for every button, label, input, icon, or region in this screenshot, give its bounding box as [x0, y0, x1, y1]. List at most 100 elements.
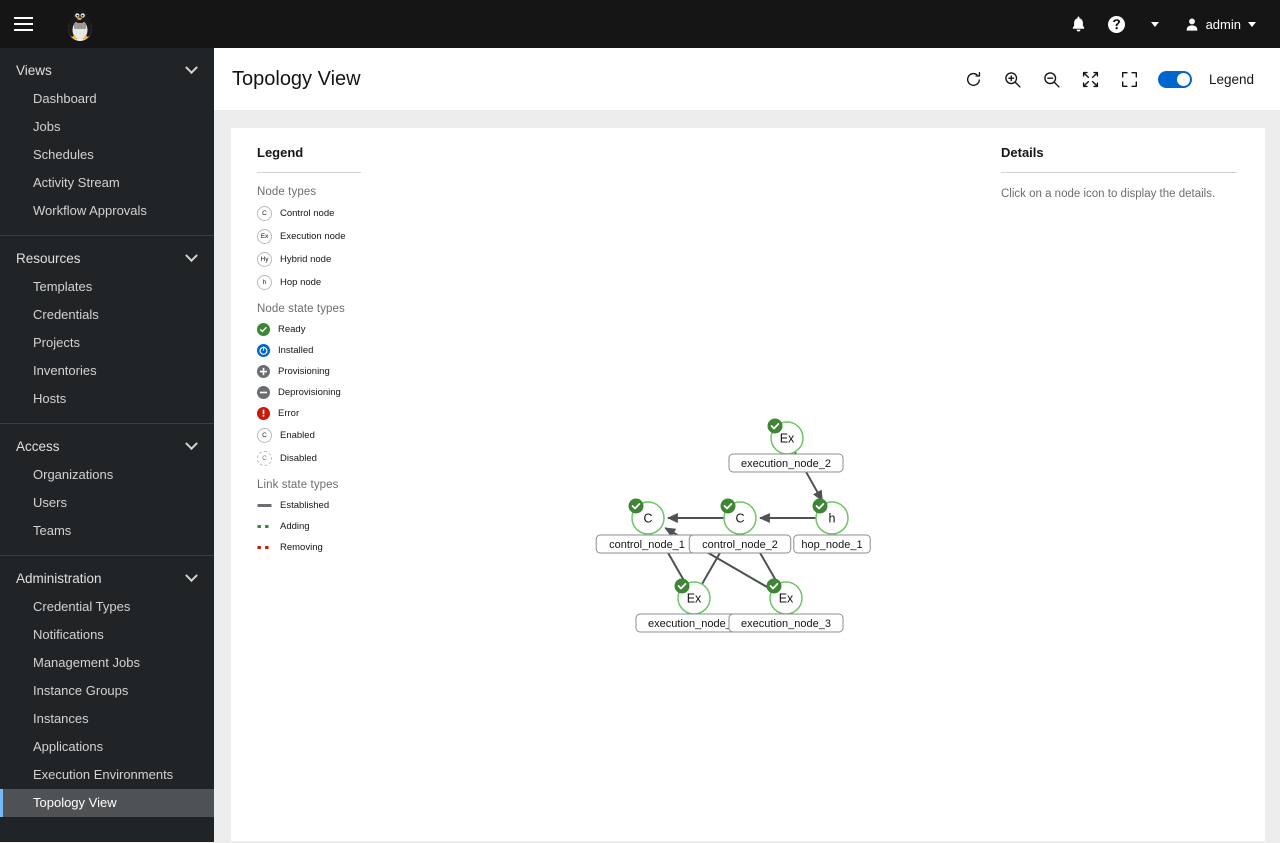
- deprovisioning-icon: [257, 386, 270, 399]
- legend-label: Hop node: [280, 277, 322, 288]
- node-label-box: [688, 534, 792, 554]
- question-circle-icon[interactable]: [1099, 0, 1135, 48]
- legend-label: Hybrid node: [280, 254, 332, 265]
- sidebar-item-projects[interactable]: Projects: [33, 335, 80, 350]
- masthead-actions: admin: [1061, 0, 1280, 48]
- details-heading: Details: [1001, 145, 1044, 160]
- node-glyph: Ex: [687, 592, 702, 606]
- sidebar-item-activity-stream[interactable]: Activity Stream: [33, 175, 120, 190]
- chevron-down-icon: [1150, 21, 1159, 27]
- sidebar-item-instances[interactable]: Instances: [33, 711, 89, 726]
- adding-link-icon: [257, 520, 272, 533]
- topology-toolbar: Legend: [963, 68, 1254, 90]
- bell-icon[interactable]: [1061, 0, 1097, 48]
- legend-node-type-hop-node: h Hop node: [257, 275, 357, 290]
- sidebar-item-templates[interactable]: Templates: [33, 279, 93, 294]
- legend-label: Execution node: [280, 231, 346, 242]
- nav-group-title-views[interactable]: Views: [0, 56, 214, 85]
- legend-node-state-installed: Installed: [257, 344, 357, 357]
- node-state-badge-ready: [767, 418, 783, 434]
- legend-node-state-ready: Ready: [257, 323, 357, 336]
- sidebar-item-users[interactable]: Users: [33, 495, 67, 510]
- sidebar-item-management-jobs[interactable]: Management Jobs: [33, 655, 140, 670]
- node-label: control_node_1: [609, 539, 685, 551]
- details-empty-text: Click on a node icon to display the deta…: [1001, 188, 1216, 200]
- sidebar-item-credentials[interactable]: Credentials: [33, 307, 99, 322]
- sidebar-item-workflow-approvals[interactable]: Workflow Approvals: [33, 203, 147, 218]
- sidebar-item-teams[interactable]: Teams: [33, 523, 72, 538]
- node-glyph-icon: h: [257, 275, 272, 290]
- topology-node-execution_node_3[interactable]: Ex execution_node_3: [728, 578, 844, 633]
- node-label: execution_node_3: [741, 618, 831, 630]
- fit-to-screen-icon[interactable]: [1080, 68, 1102, 90]
- nav-group-label: Administration: [16, 571, 102, 586]
- legend-node-state-title: Node state types: [257, 303, 345, 315]
- sidebar-item-execution-environments[interactable]: Execution Environments: [33, 767, 174, 782]
- sidebar-item-applications[interactable]: Applications: [33, 739, 104, 754]
- node-glyph: Ex: [779, 592, 794, 606]
- sidebar-item-notifications[interactable]: Notifications: [33, 627, 104, 642]
- chevron-down-icon: [185, 569, 198, 583]
- node-label: control_node_2: [702, 539, 778, 551]
- node-state-badge-ready: [628, 498, 644, 514]
- node-label-box: [728, 613, 844, 633]
- node-glyph: h: [829, 512, 836, 526]
- node-state-badge-ready: [720, 498, 736, 514]
- sidebar-item-hosts[interactable]: Hosts: [33, 391, 67, 406]
- legend-label: Installed: [278, 345, 314, 356]
- refresh-icon[interactable]: [963, 68, 985, 90]
- sidebar-item-schedules[interactable]: Schedules: [33, 147, 94, 162]
- user-icon: [1186, 18, 1197, 31]
- nav-group-title-administration[interactable]: Administration: [0, 564, 214, 593]
- sidebar-item-inventories[interactable]: Inventories: [33, 363, 97, 378]
- legend-label: Established: [280, 500, 330, 511]
- legend-node-state-provisioning: Provisioning: [257, 365, 357, 378]
- legend-node-types-title: Node types: [257, 186, 317, 198]
- nav-group-label: Access: [16, 439, 60, 454]
- check-icon: [815, 503, 825, 510]
- legend-label: Removing: [280, 542, 323, 553]
- topology-graph[interactable]: Exexecution_node_2Ccontrol_node_1Ccontro…: [231, 128, 1267, 843]
- sidebar-item-instance-groups[interactable]: Instance Groups: [33, 683, 129, 698]
- zoom-out-icon[interactable]: [1041, 68, 1063, 90]
- user-menu[interactable]: admin: [1175, 0, 1262, 48]
- legend-divider: [257, 172, 361, 173]
- legend-toggle[interactable]: [1157, 70, 1192, 88]
- check-icon: [769, 583, 779, 590]
- sidebar-item-organizations[interactable]: Organizations: [33, 467, 114, 482]
- page-header: Topology View: [214, 48, 1280, 110]
- sidebar-item-credential-types[interactable]: Credential Types: [33, 599, 131, 614]
- penguin-logo[interactable]: [57, 2, 103, 46]
- node-state-badge-ready: [674, 578, 690, 594]
- disabled-node-icon: C: [257, 451, 272, 466]
- help-dropdown-caret[interactable]: [1137, 0, 1173, 48]
- legend-label: Control node: [280, 208, 335, 219]
- legend-label: Ready: [278, 324, 306, 335]
- chevron-down-icon: [185, 61, 198, 75]
- zoom-in-icon[interactable]: [1002, 68, 1024, 90]
- legend-link-state-established: Established: [257, 499, 357, 512]
- check-icon: [631, 503, 641, 510]
- nav-group-title-resources[interactable]: Resources: [0, 244, 214, 273]
- nav-group-title-access[interactable]: Access: [0, 432, 214, 461]
- sidebar-item-jobs[interactable]: Jobs: [33, 119, 61, 134]
- check-icon: [770, 423, 780, 430]
- legend-label: Enabled: [280, 430, 315, 441]
- username-label: admin: [1205, 16, 1241, 32]
- expand-icon[interactable]: [1119, 68, 1141, 90]
- sidebar-item-dashboard[interactable]: Dashboard: [33, 91, 97, 106]
- sidebar-item-topology-view[interactable]: Topology View: [0, 789, 214, 817]
- hamburger-icon[interactable]: [0, 0, 46, 48]
